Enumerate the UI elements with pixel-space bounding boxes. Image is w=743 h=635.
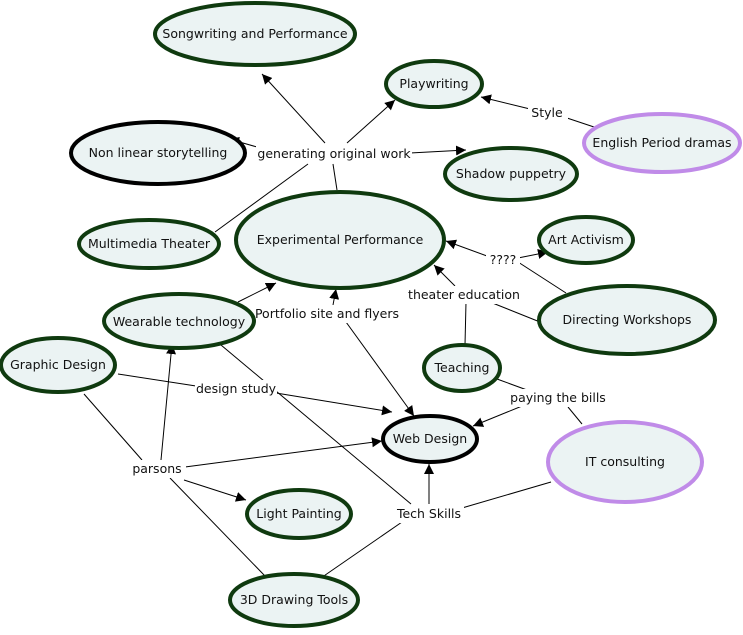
edge-portfolio-to-experimental	[329, 288, 340, 306]
edge-generating-to-shadow	[409, 145, 467, 156]
edge-design-study-to-webdesign	[275, 392, 393, 416]
edge-paying-bills-to-webdesign	[472, 403, 528, 427]
node-web-design[interactable]: Web Design	[381, 414, 479, 464]
node-artactivism-label: Art Activism	[548, 232, 624, 247]
node-3d-drawing-tools[interactable]: 3D Drawing Tools	[228, 572, 360, 628]
node-teaching[interactable]: Teaching	[422, 343, 502, 393]
node-itconsulting-label: IT consulting	[585, 454, 665, 469]
link-design-study: design study	[196, 381, 277, 396]
node-english-label: English Period dramas	[592, 135, 731, 150]
link-paying-the-bills: paying the bills	[510, 390, 606, 405]
node-multimedia-theater[interactable]: Multimedia Theater	[77, 218, 221, 270]
edge-parsons-to-lightpainting	[183, 479, 247, 502]
edge-graphic-to-parsons	[83, 393, 143, 461]
node-english-period-dramas[interactable]: English Period dramas	[582, 112, 742, 174]
link-tech-skills: Tech Skills	[396, 506, 461, 521]
edge-questions-to-artactivism	[517, 249, 549, 259]
edge-teaching-to-paying-bills	[496, 378, 528, 391]
node-songwriting-and-performance[interactable]: Songwriting and Performance	[153, 1, 357, 67]
edge-multimedia-to-generating	[214, 163, 309, 233]
link-parsons: parsons	[132, 461, 181, 476]
node-playwriting-label: Playwriting	[399, 76, 468, 91]
edge-graphic-to-design-study	[117, 373, 197, 387]
node-art-activism[interactable]: Art Activism	[537, 215, 635, 265]
edge-theater-education-to-experimental	[433, 264, 456, 287]
edge-english-to-style	[566, 117, 595, 128]
node-experimental-performance[interactable]: Experimental Performance	[234, 190, 446, 290]
edge-itconsulting-to-tech-skills	[461, 481, 552, 509]
node-wearable-label: Wearable technology	[113, 314, 246, 329]
node-light-painting[interactable]: Light Painting	[245, 488, 353, 540]
node-nonlinear-label: Non linear storytelling	[89, 145, 228, 160]
node-playwriting[interactable]: Playwriting	[384, 59, 484, 109]
node-teaching-label: Teaching	[434, 360, 490, 375]
edge-experimental-to-generating	[332, 163, 338, 191]
node-lightpainting-label: Light Painting	[256, 506, 341, 521]
edges	[83, 73, 595, 581]
node-songwriting-label: Songwriting and Performance	[162, 26, 347, 41]
edge-questions-to-experimental	[445, 239, 488, 257]
node-shadow-label: Shadow puppetry	[456, 166, 567, 181]
edge-itconsulting-to-paying-bills	[567, 406, 583, 425]
node-multimedia-label: Multimedia Theater	[88, 236, 211, 251]
node-shadow-puppetry[interactable]: Shadow puppetry	[443, 146, 579, 202]
edge-wearable-to-tech-skills	[214, 339, 412, 505]
link-portfolio-site-and-flyers: Portfolio site and flyers	[255, 306, 399, 321]
edge-directing-to-theater-education	[489, 301, 541, 323]
node-directing-label: Directing Workshops	[563, 312, 692, 327]
linking-phrases: generating original work Style ???? thea…	[131, 104, 607, 523]
edge-parsons-to-wearable	[160, 343, 177, 461]
node-experimental-label: Experimental Performance	[257, 232, 424, 247]
link-questions: ????	[490, 252, 517, 267]
edge-directing-to-questions	[517, 261, 567, 294]
edge-drawingtools-to-tech-skills	[317, 521, 403, 581]
node-graphic-label: Graphic Design	[10, 357, 106, 372]
node-webdesign-label: Web Design	[393, 431, 467, 446]
edge-parsons-to-webdesign	[184, 437, 383, 468]
edge-teaching-to-theater-education	[464, 301, 467, 346]
node-graphic-design[interactable]: Graphic Design	[0, 336, 117, 394]
edge-parsons-to-drawingtools	[169, 477, 266, 577]
node-drawingtools-label: 3D Drawing Tools	[240, 592, 348, 607]
edge-wearable-to-portfolio	[237, 282, 277, 303]
link-generating-original-work: generating original work	[257, 146, 411, 161]
link-style: Style	[531, 105, 563, 120]
node-wearable-technology[interactable]: Wearable technology	[102, 292, 256, 350]
edge-style-to-playwriting	[480, 94, 531, 110]
edge-generating-to-songwriting	[261, 73, 326, 144]
link-theater-education: theater education	[408, 287, 520, 302]
edge-generating-to-playwriting	[346, 99, 396, 144]
node-it-consulting[interactable]: IT consulting	[546, 420, 704, 504]
node-non-linear-storytelling[interactable]: Non linear storytelling	[69, 120, 247, 186]
node-directing-workshops[interactable]: Directing Workshops	[537, 284, 717, 356]
edge-portfolio-to-webdesign	[345, 321, 415, 417]
